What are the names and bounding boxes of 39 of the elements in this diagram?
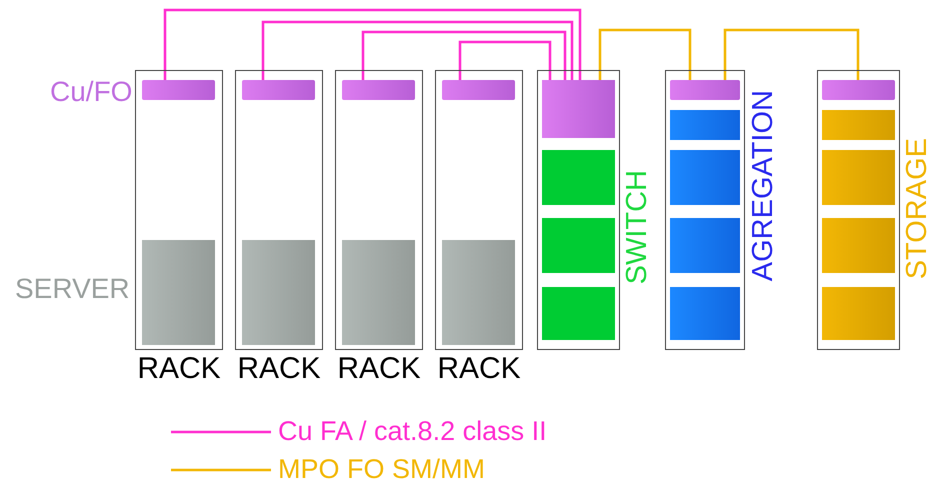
patch-panel <box>442 80 515 100</box>
network-module <box>670 287 740 340</box>
storage-label: STORAGE <box>903 138 932 280</box>
server-block <box>142 240 215 345</box>
rack-label: RACK <box>136 354 222 384</box>
aggregation-label: AGREGATION <box>749 90 778 282</box>
server-block <box>242 240 315 345</box>
rack-label: RACK <box>436 354 522 384</box>
server-label: SERVER <box>15 275 130 303</box>
storage-module <box>822 218 895 273</box>
cable-line <box>598 28 692 80</box>
cable-line <box>164 8 582 80</box>
server-block <box>442 240 515 345</box>
storage-module <box>822 287 895 340</box>
patch-panel <box>242 80 315 100</box>
patch-panel <box>670 80 740 100</box>
patch-panel <box>542 80 615 138</box>
network-module <box>670 150 740 205</box>
server-block <box>342 240 415 345</box>
switch-label: SWITCH <box>623 170 652 284</box>
storage-module <box>822 150 895 205</box>
cable-line <box>724 28 860 80</box>
cu-fo-label: Cu/FO <box>50 78 132 106</box>
switch-module <box>542 287 615 340</box>
patch-panel <box>822 80 895 100</box>
cable-line <box>458 40 552 80</box>
cable-line <box>262 20 574 80</box>
patch-panel <box>142 80 215 100</box>
rack-label: RACK <box>336 354 422 384</box>
legend-text: MPO FO SM/MM <box>278 456 485 483</box>
cable-line <box>362 30 566 80</box>
switch-module <box>542 150 615 205</box>
network-module <box>670 110 740 140</box>
storage-module <box>822 110 895 140</box>
legend-text: Cu FA / cat.8.2 class II <box>278 418 547 445</box>
switch-module <box>542 218 615 273</box>
patch-panel <box>342 80 415 100</box>
rack-label: RACK <box>236 354 322 384</box>
network-module <box>670 218 740 273</box>
